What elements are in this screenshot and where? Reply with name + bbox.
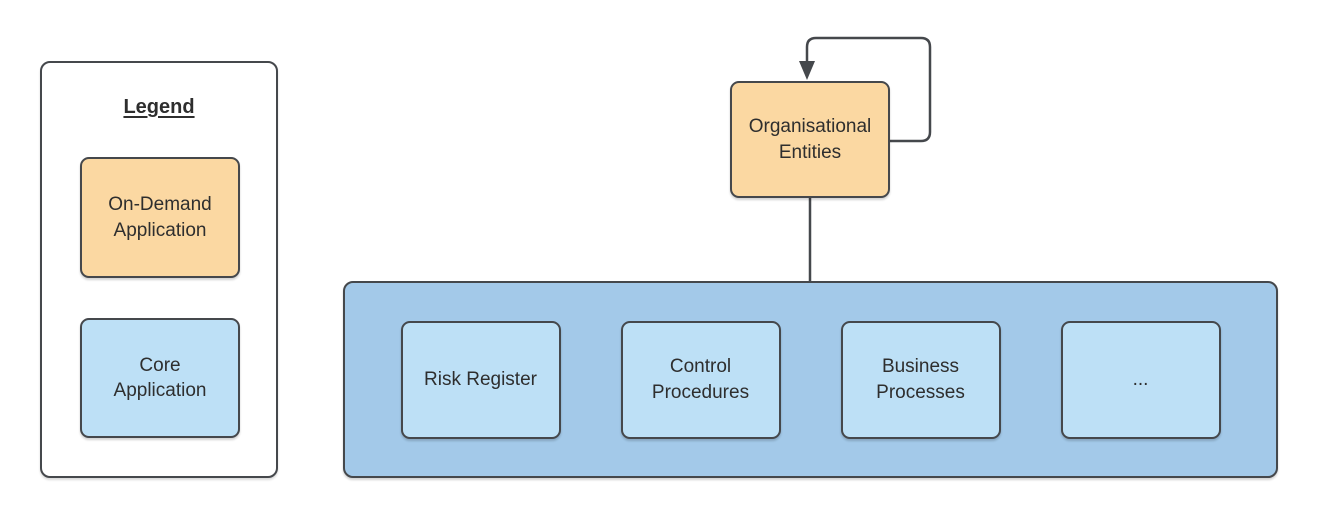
legend-item-on-demand-application: On-Demand Application [80,157,240,278]
node-label: Control Procedures [651,356,750,403]
node-label: ... [1132,368,1149,390]
node-ellipsis: ... [1060,320,1221,439]
self-loop-connector [805,36,932,143]
node-risk-register: Risk Register [400,320,561,439]
node-organisational-entities: Organisational Entities [730,81,890,198]
node-label: Risk Register [424,368,537,390]
legend-item-label: On-Demand Application [108,194,212,241]
legend-item-label: Core Application [113,354,207,401]
self-loop-arrowhead-icon [799,61,815,80]
legend-item-core-application: Core Application [80,318,240,438]
node-control-procedures: Control Procedures [620,320,781,439]
core-applications-container: Risk Register Control Procedures Busines… [343,281,1278,478]
node-label: Organisational Entities [748,116,872,163]
node-business-processes: Business Processes [840,320,1001,439]
legend-panel: Legend On-Demand Application Core Applic… [40,61,278,478]
legend-title: Legend [123,96,195,118]
node-label: Business Processes [876,356,965,403]
